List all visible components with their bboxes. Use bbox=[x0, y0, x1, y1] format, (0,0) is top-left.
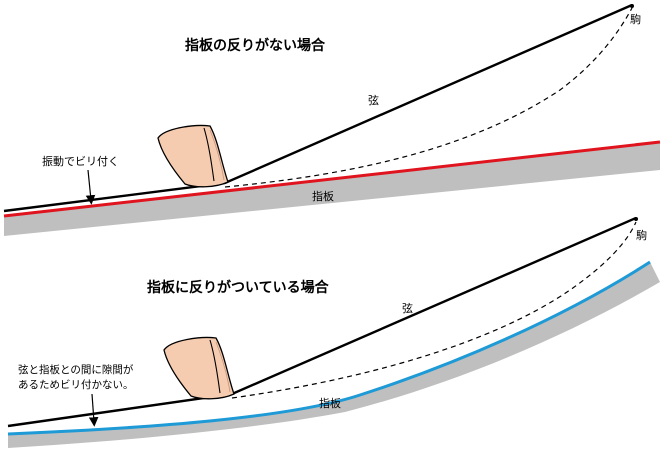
top-bridge-label: 駒 bbox=[630, 13, 641, 26]
top-fingerboard-label: 指板 bbox=[312, 189, 334, 203]
top-panel: 指板の反りがない場合 弦 駒 指板 振動でビリ付く bbox=[3, 3, 661, 236]
bottom-finger-icon bbox=[163, 336, 235, 400]
bottom-title: 指板に反りがついている場合 bbox=[147, 279, 330, 296]
top-finger-icon bbox=[157, 124, 229, 188]
bottom-fingerboard-label: 指板 bbox=[319, 396, 341, 410]
top-note: 振動でビリ付く bbox=[42, 154, 119, 168]
bottom-bridge-label: 駒 bbox=[636, 229, 647, 242]
bottom-note-line-2: あるためビリ付かない。 bbox=[18, 378, 134, 391]
bottom-note-line-1: 弦と指板との間に隙間が bbox=[18, 363, 134, 376]
top-title: 指板の反りがない場合 bbox=[185, 37, 326, 54]
bottom-fingerboard-edge bbox=[7, 260, 651, 436]
bottom-panel: 指板に反りがついている場合 弦 駒 指板 弦と指板との間に隙間が あるためビリ付… bbox=[7, 216, 660, 448]
top-bridge-point bbox=[630, 4, 634, 8]
bottom-bridge-point bbox=[634, 217, 638, 221]
bottom-string-label: 弦 bbox=[402, 301, 413, 315]
top-fingerboard bbox=[4, 142, 660, 236]
bottom-string-vibration bbox=[231, 221, 637, 399]
bottom-fingerboard bbox=[8, 262, 660, 448]
top-note-arrow bbox=[85, 169, 96, 205]
top-fingerboard-edge bbox=[3, 140, 661, 218]
bottom-note-arrow bbox=[88, 393, 99, 427]
top-string-label: 弦 bbox=[368, 93, 379, 107]
top-string-vibration bbox=[224, 7, 633, 188]
